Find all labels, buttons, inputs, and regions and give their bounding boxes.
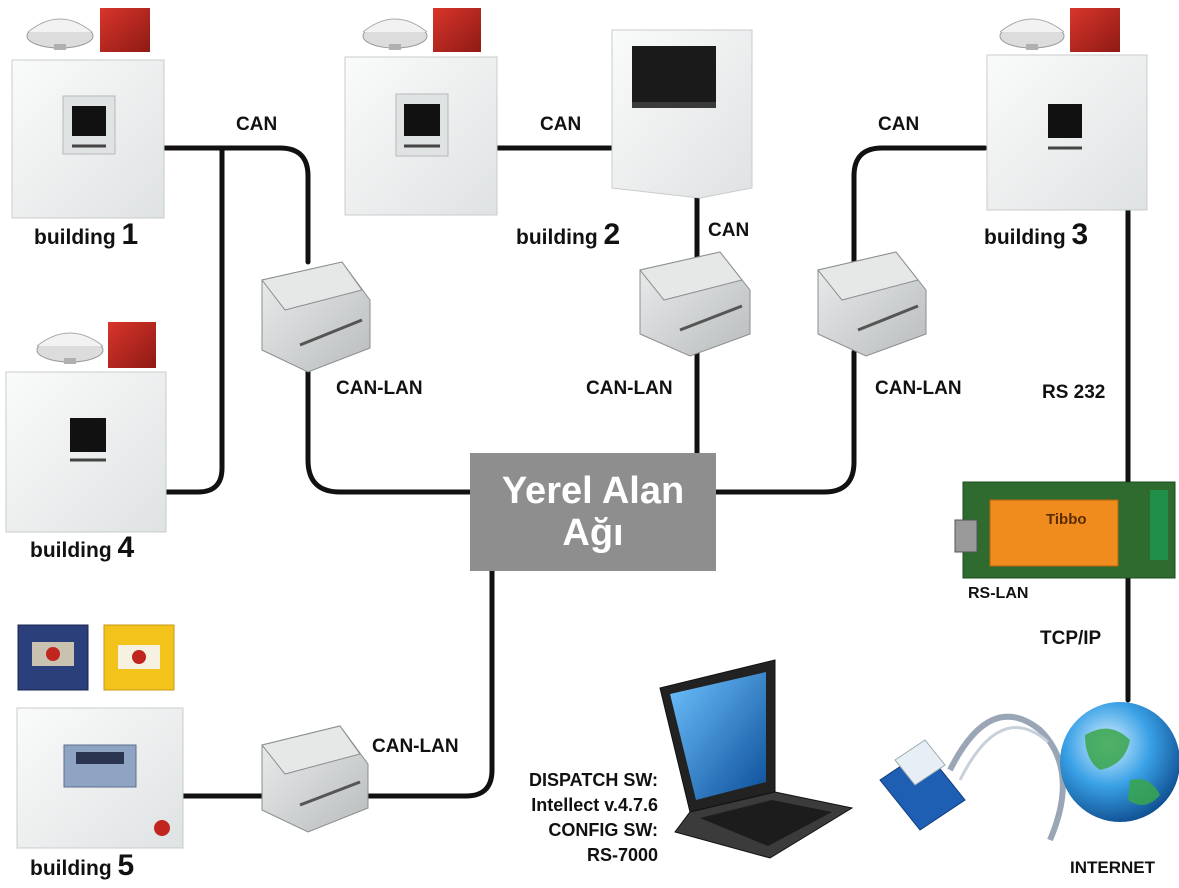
lan-cable-3 [713, 349, 857, 495]
building-1 [11, 8, 165, 219]
lan-cable-5 [359, 568, 495, 799]
ethernet-plug-icon [879, 739, 966, 831]
smoke-detector-icon [26, 18, 94, 50]
dispatch-sw-value: Intellect v.4.7.6 [531, 795, 658, 815]
can-label-2: CAN [540, 114, 582, 135]
panel-screen [72, 106, 106, 136]
building-2-panel-a [344, 8, 498, 216]
panel-screen [1048, 104, 1082, 138]
internet-icon [879, 702, 1179, 842]
siren-icon [1070, 8, 1120, 52]
siren-icon [108, 322, 156, 368]
building-4-label: building 4 [30, 531, 134, 565]
can-label-4: CAN [878, 114, 920, 135]
can-cable-4 [162, 145, 225, 495]
building-number: 1 [121, 218, 139, 251]
building-word: building [30, 857, 112, 880]
config-sw-value: RS-7000 [586, 845, 658, 865]
local-area-network-box: Yerel Alan Ağı [470, 453, 716, 571]
can-lan-module-5 [261, 725, 369, 833]
building-5-label: building 5 [30, 849, 134, 883]
building-number: 5 [117, 849, 135, 882]
can-label-3: CAN [708, 220, 750, 241]
siren-icon [100, 8, 150, 52]
panel-screen [404, 104, 440, 136]
building-2-controller [611, 29, 753, 199]
building-4 [5, 322, 167, 533]
building-number: 4 [117, 531, 135, 564]
software-info: DISPATCH SW: Intellect v.4.7.6 CONFIG SW… [480, 768, 658, 868]
can-lan-module-3 [817, 251, 927, 357]
siren-icon [433, 8, 481, 52]
cables [160, 145, 1131, 799]
globe-icon [1060, 702, 1179, 822]
building-number: 3 [1071, 218, 1089, 251]
tcpip-label: TCP/IP [1040, 628, 1102, 649]
building-word: building [34, 226, 116, 249]
lan-box-line-2: Ağı [562, 512, 624, 554]
can-cable-3 [851, 145, 988, 265]
tibbo-module [989, 499, 1119, 567]
building-3-label: building 3 [984, 218, 1088, 252]
lan-box-line-1: Yerel Alan [501, 470, 685, 512]
panel-keypad [63, 744, 137, 788]
can-lan-label-1: CAN-LAN [336, 378, 423, 399]
lan-cable-1 [305, 369, 473, 495]
can-lan-module-2 [639, 251, 751, 357]
internet-label: INTERNET [1070, 858, 1155, 877]
panel-screen [70, 418, 106, 452]
building-5 [16, 624, 184, 849]
call-point-blue-icon [17, 624, 89, 691]
building-2-label: building 2 [516, 218, 620, 252]
building-1-label: building 1 [34, 218, 138, 252]
dispatch-sw-label: DISPATCH SW: [529, 770, 658, 790]
building-word: building [984, 226, 1066, 249]
can-cable-1 [160, 145, 311, 265]
building-word: building [30, 539, 112, 562]
panel-screen [632, 46, 716, 102]
can-label-1: CAN [236, 114, 278, 135]
rs-lan-label: RS-LAN [968, 585, 1029, 602]
building-number: 2 [603, 218, 621, 251]
can-lan-label-2: CAN-LAN [586, 378, 673, 399]
smoke-detector-icon [999, 18, 1065, 50]
building-word: building [516, 226, 598, 249]
rs232-label: RS 232 [1042, 382, 1106, 403]
can-lan-label-5: CAN-LAN [372, 736, 459, 757]
call-point-yellow-icon [103, 624, 175, 691]
laptop-icon [659, 659, 854, 859]
tibbo-brand-text: Tibbo [1046, 511, 1087, 528]
config-sw-label: CONFIG SW: [548, 820, 658, 840]
smoke-detector-icon [36, 332, 104, 364]
building-3 [986, 8, 1148, 211]
smoke-detector-icon [362, 18, 428, 50]
rs-lan-board: Tibbo [954, 481, 1176, 579]
can-lan-module-1 [261, 261, 371, 373]
can-lan-label-3: CAN-LAN [875, 378, 962, 399]
